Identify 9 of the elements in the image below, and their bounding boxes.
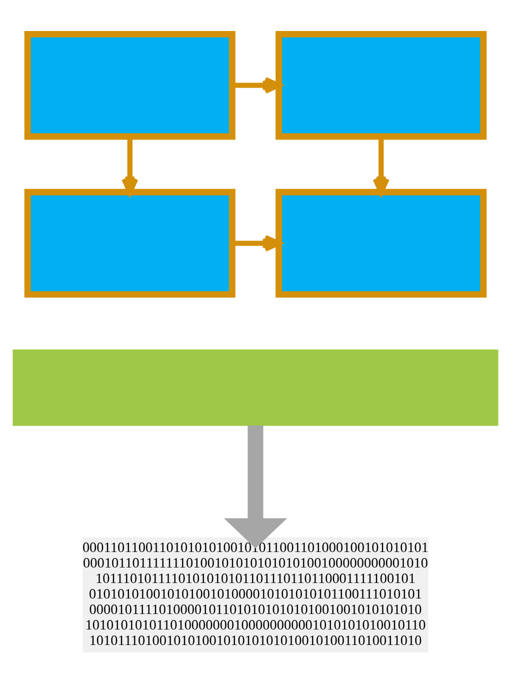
arrow: [232, 234, 282, 252]
node-box: [24, 188, 236, 298]
node-bar: [12, 349, 498, 426]
arrow: [224, 426, 288, 548]
node-box: 0001101100110101010100101011001101000100101010101 0001011011111110100101010101010100100000000001010 1011101011110101010101101110110110001111100101 01010101001010100101000010101010101100111010101 00001011110100001011010101010101001001010101010 101010101011010000000100000000001010101010010110 10101110100101010010101010101001010011010011010: [82, 537, 428, 652]
node-box: [276, 188, 487, 298]
node-box: [276, 30, 487, 140]
node-box: [24, 30, 236, 140]
arrow: [232, 76, 282, 94]
